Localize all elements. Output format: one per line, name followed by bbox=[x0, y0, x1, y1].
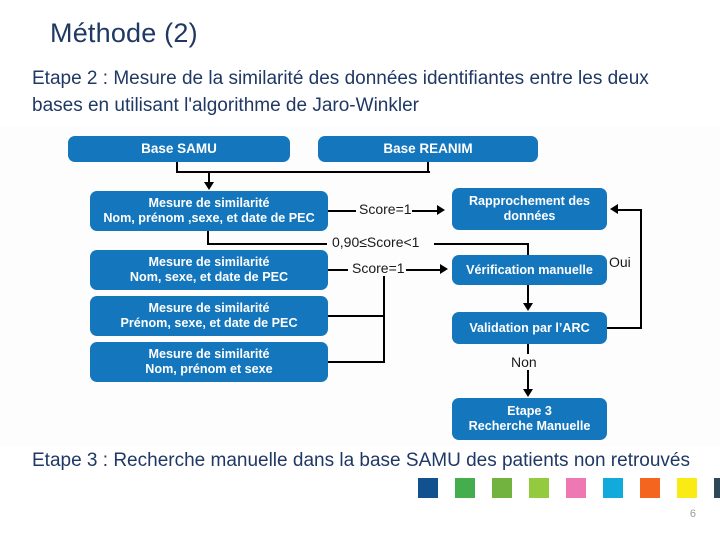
swatch-pink bbox=[566, 478, 586, 498]
page-title: Méthode (2) bbox=[50, 18, 198, 48]
node-label-line1: Mesure de similarité bbox=[148, 255, 270, 270]
arrowhead-to-rapprochement-oui bbox=[610, 204, 618, 214]
outro-paragraph: Etape 3 : Recherche manuelle dans la bas… bbox=[32, 450, 690, 471]
swatch-green bbox=[455, 478, 475, 498]
arrowhead-to-verification-2 bbox=[440, 264, 448, 274]
edge-label-score-eq-1-mid: Score=1 bbox=[350, 260, 407, 276]
flowchart-diagram: Base SAMU Base REANIM Mesure de similari… bbox=[0, 126, 720, 446]
node-label: Vérification manuelle bbox=[466, 262, 593, 277]
connector-bases-join bbox=[176, 171, 430, 174]
node-label-line1: Etape 3 bbox=[507, 404, 552, 419]
connector-similarity-bus bbox=[383, 269, 386, 363]
connector-sim4-stub bbox=[328, 361, 385, 364]
connector-oui-out bbox=[607, 327, 642, 330]
connector-sim1-to-range-label bbox=[207, 243, 327, 246]
edge-label-score-eq-1-top: Score=1 bbox=[357, 201, 414, 217]
node-label-line1: Mesure de similarité bbox=[148, 347, 270, 362]
node-label-line2: Nom, prénom et sexe bbox=[145, 362, 273, 376]
swatch-yellow bbox=[677, 478, 697, 498]
node-label: Validation par l’ARC bbox=[469, 320, 590, 335]
swatch-cyan bbox=[603, 478, 623, 498]
connector-oui-in bbox=[618, 209, 642, 212]
node-label-line2: Nom, prénom ,sexe, et date de PEC bbox=[103, 211, 315, 225]
node-label-line1: Mesure de similarité bbox=[148, 301, 270, 316]
swatch-lime-green bbox=[529, 478, 549, 498]
color-swatch-strip bbox=[418, 478, 720, 498]
node-label-line1: Rapprochement des bbox=[468, 194, 591, 209]
arrowhead-to-rapprochement bbox=[437, 205, 445, 215]
node-label-line1: Mesure de similarité bbox=[148, 196, 270, 211]
edge-label-oui: Oui bbox=[607, 254, 633, 270]
node-etape-3[interactable]: Etape 3 Recherche Manuelle bbox=[452, 398, 607, 440]
intro-paragraph: Etape 2 : Mesure de la similarité des do… bbox=[32, 68, 649, 116]
node-base-samu[interactable]: Base SAMU bbox=[68, 136, 290, 162]
node-label-line2: Recherche Manuelle bbox=[468, 419, 591, 433]
node-rapprochement[interactable]: Rapprochement des données bbox=[452, 188, 607, 230]
connector-reanim-down bbox=[427, 162, 430, 173]
node-label: Base REANIM bbox=[383, 141, 473, 157]
connector-range-drop bbox=[527, 243, 530, 261]
node-base-reanim[interactable]: Base REANIM bbox=[318, 136, 538, 162]
arrowhead-to-etape3 bbox=[523, 389, 533, 397]
connector-samu-down bbox=[176, 162, 179, 173]
swatch-orange bbox=[640, 478, 660, 498]
page-number: 6 bbox=[689, 508, 696, 520]
connector-range-to-verification bbox=[434, 243, 529, 246]
swatch-olive-green bbox=[492, 478, 512, 498]
connector-verification-to-validation bbox=[527, 285, 530, 306]
connector-sim3-stub bbox=[328, 315, 385, 318]
connector-sim2-stub bbox=[328, 269, 348, 272]
node-similarity-3[interactable]: Mesure de similarité Prénom, sexe, et da… bbox=[90, 296, 328, 336]
connector-join-to-sim1 bbox=[208, 171, 211, 185]
arrowhead-to-sim1 bbox=[204, 182, 214, 190]
node-verification-manuelle[interactable]: Vérification manuelle bbox=[452, 255, 607, 285]
connector-oui-up bbox=[640, 209, 643, 329]
arrowhead-to-validation bbox=[523, 303, 533, 311]
node-validation-arc[interactable]: Validation par l’ARC bbox=[452, 312, 607, 344]
connector-sim1-score1 bbox=[328, 210, 356, 213]
node-similarity-1[interactable]: Mesure de similarité Nom, prénom ,sexe, … bbox=[90, 191, 328, 231]
connector-score1mid-to-verification bbox=[406, 269, 441, 272]
node-label-line2: données bbox=[503, 209, 556, 223]
node-label-line2: Prénom, sexe, et date de PEC bbox=[120, 316, 298, 330]
connector-score1-to-rapprochement bbox=[412, 210, 438, 213]
swatch-dark-blue bbox=[418, 478, 438, 498]
node-similarity-2[interactable]: Mesure de similarité Nom, sexe, et date … bbox=[90, 250, 328, 290]
node-label: Base SAMU bbox=[141, 141, 217, 157]
connector-sim1-down bbox=[207, 231, 210, 245]
node-label-line2: Nom, sexe, et date de PEC bbox=[129, 270, 289, 284]
edge-label-non: Non bbox=[509, 354, 539, 370]
edge-label-score-range: 0,90≤Score<1 bbox=[330, 234, 422, 250]
swatch-slate bbox=[714, 478, 720, 498]
node-similarity-4[interactable]: Mesure de similarité Nom, prénom et sexe bbox=[90, 342, 328, 382]
